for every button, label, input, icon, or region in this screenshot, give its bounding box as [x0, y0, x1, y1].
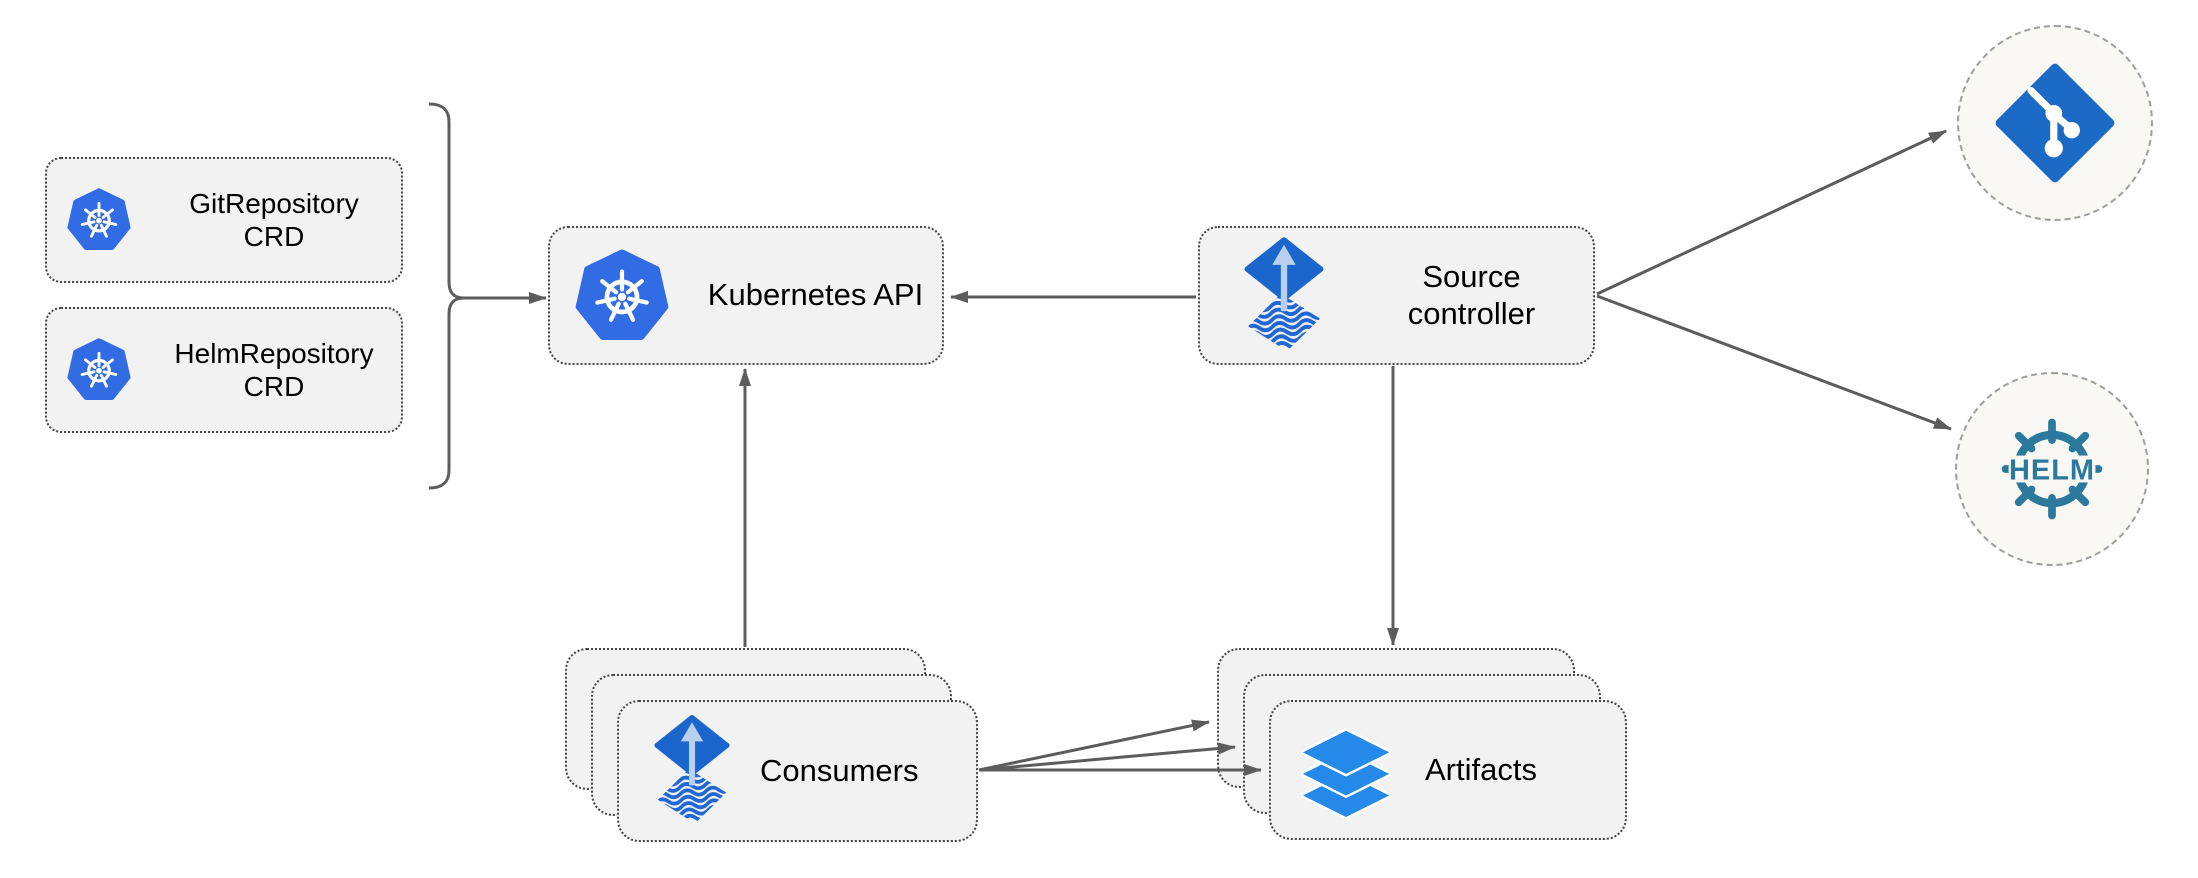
node-label-line1: HelmRepository [174, 337, 374, 369]
node-git-remote [1957, 25, 2153, 221]
node-helm-remote: HELM [1955, 372, 2149, 566]
node-label-line1: Source [1422, 258, 1521, 294]
node-source-controller: Source controller [1198, 226, 1595, 365]
node-kubernetes-api: Kubernetes API [548, 226, 944, 365]
edge-source-controller-to-git-remote [1596, 129, 1947, 296]
node-label-line2: controller [1407, 295, 1536, 331]
node-label: HelmRepository CRD [147, 337, 401, 403]
kubernetes-icon [67, 338, 131, 402]
node-git-repository-crd: GitRepository CRD [45, 157, 403, 283]
git-icon [1995, 63, 2115, 183]
node-label: Consumers [760, 753, 919, 788]
node-label-line2: CRD [243, 221, 305, 252]
flux-icon [652, 715, 732, 827]
node-artifacts: Artifacts [1269, 700, 1627, 840]
node-label-line2: CRD [243, 371, 305, 402]
node-label: Source controller [1350, 259, 1593, 332]
node-label-line1: GitRepository [189, 187, 359, 219]
node-helm-repository-crd: HelmRepository CRD [45, 307, 403, 433]
flux-icon [1242, 237, 1326, 355]
node-label: Artifacts [1425, 752, 1537, 787]
kubernetes-icon [67, 188, 131, 252]
helm-icon: HELM [2001, 418, 2103, 520]
edge-consumers-to-artifacts-2 [978, 742, 1236, 772]
layers-icon [1300, 728, 1392, 819]
node-consumers: Consumers [617, 700, 978, 842]
kubernetes-icon [575, 249, 669, 343]
helm-logo-text: HELM [2009, 454, 2095, 486]
node-label: GitRepository CRD [147, 187, 401, 253]
edge-consumers-to-artifacts-1 [978, 719, 1210, 772]
edge-source-controller-to-helm-remote [1596, 294, 1952, 431]
crd-group-bracket [428, 102, 465, 490]
node-label: Kubernetes API [707, 277, 924, 313]
